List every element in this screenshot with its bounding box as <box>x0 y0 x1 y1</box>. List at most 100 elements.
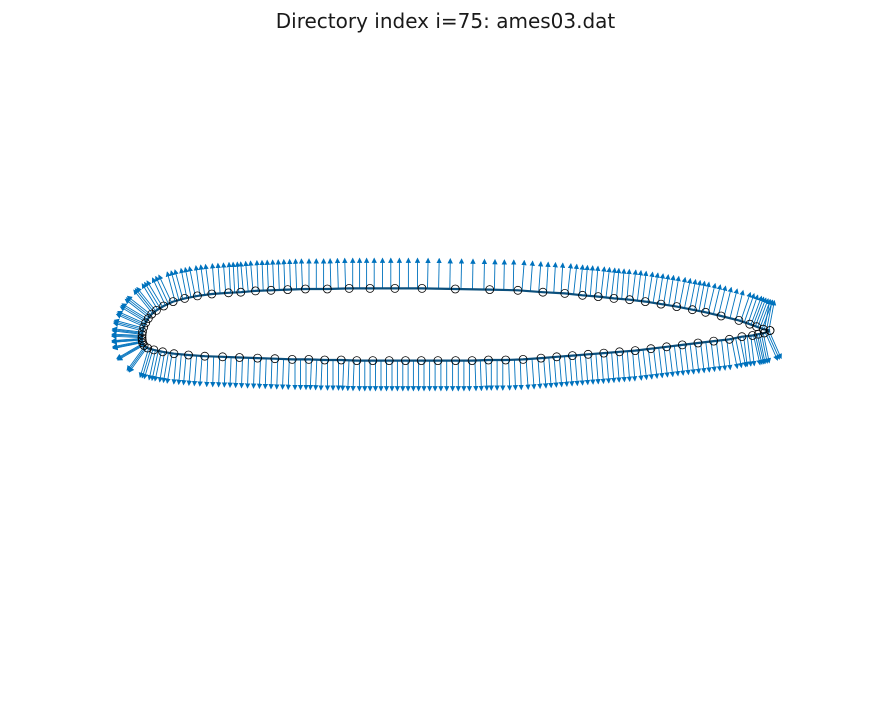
airfoil-point-marker <box>184 350 193 360</box>
normal-vectors <box>111 257 782 392</box>
normal-arrow <box>590 354 596 385</box>
airfoil-point-marker <box>599 348 609 358</box>
airfoil-point-marker <box>646 344 656 354</box>
normal-arrow <box>203 263 210 295</box>
normal-arrow <box>707 282 717 314</box>
airfoil-point-marker <box>236 287 246 297</box>
airfoil-point-marker <box>615 347 624 357</box>
normal-arrow <box>234 261 241 293</box>
normal-arrow <box>525 359 531 390</box>
airfoil-point-marker <box>538 287 548 297</box>
normal-arrow <box>558 356 565 388</box>
normal-arrow <box>111 337 143 344</box>
normal-arrow <box>589 265 596 296</box>
normal-arrow <box>133 289 153 314</box>
normal-arrow <box>111 328 143 335</box>
airfoil-point-marker <box>662 342 671 352</box>
airfoil-point-marker <box>218 352 228 362</box>
normal-arrow <box>647 271 655 303</box>
airfoil-point-marker <box>716 311 726 321</box>
normal-arrow <box>705 342 712 373</box>
normal-arrow <box>248 260 254 292</box>
normal-arrow <box>531 358 537 390</box>
normal-arrow <box>134 288 155 313</box>
normal-arrow <box>537 358 543 390</box>
normal-arrow <box>279 358 286 390</box>
normal-arrow <box>113 318 144 329</box>
normal-arrow <box>511 259 517 291</box>
normal-arrow <box>227 357 233 388</box>
normal-arrow <box>712 284 722 315</box>
normal-arrow <box>112 321 143 332</box>
normal-arrow <box>740 291 752 322</box>
normal-arrow <box>621 268 627 300</box>
airfoil-point-marker <box>758 324 768 334</box>
normal-arrow <box>158 274 172 303</box>
airfoil-point-marker <box>138 338 148 348</box>
normal-arrow <box>759 299 772 329</box>
normal-arrow <box>542 357 549 389</box>
normal-arrow <box>552 261 558 293</box>
airfoil-point-marker <box>143 314 153 323</box>
airfoil-point-marker <box>483 355 493 365</box>
airfoil-point-marker <box>251 286 260 296</box>
normal-arrow <box>684 344 691 376</box>
normal-arrow <box>636 269 644 301</box>
normal-arrow <box>181 354 187 386</box>
airfoil-point-marker <box>266 285 276 295</box>
normal-arrow <box>673 345 681 377</box>
airfoil-point-marker <box>568 351 577 361</box>
airfoil-point-marker <box>433 356 443 366</box>
airfoil-point-marker <box>734 315 744 325</box>
normal-arrow <box>657 273 666 304</box>
normal-arrow <box>673 275 681 307</box>
normal-arrow <box>594 265 601 297</box>
airfoil-point-marker <box>759 328 769 338</box>
normal-arrow <box>215 262 221 294</box>
normal-arrow <box>631 350 638 382</box>
normal-arrow <box>262 358 269 390</box>
airfoil-point-marker <box>207 289 217 299</box>
normal-arrow <box>743 336 750 368</box>
normal-arrow <box>270 259 276 291</box>
airfoil-point-marker <box>451 356 461 366</box>
normal-arrow <box>663 274 671 305</box>
airfoil-point-marker <box>513 285 523 295</box>
airfoil-point-marker <box>180 293 190 303</box>
airfoil-point-marker <box>640 297 650 307</box>
airfoil-point-marker <box>320 355 330 365</box>
normal-arrow <box>221 356 228 388</box>
airfoil-point-marker <box>304 354 314 364</box>
airfoil-points <box>137 283 775 366</box>
normal-arrow <box>254 259 260 291</box>
normal-arrow <box>111 331 143 338</box>
normal-arrow <box>721 340 728 371</box>
normal-arrow <box>595 353 601 385</box>
normal-arrow <box>458 258 465 290</box>
airfoil-point-marker <box>630 346 640 356</box>
normal-arrow <box>735 337 744 369</box>
normal-arrow <box>647 348 654 380</box>
normal-arrow <box>340 360 346 391</box>
normal-arrow <box>694 279 703 311</box>
airfoil-point-marker <box>141 318 151 328</box>
normal-arrow <box>111 339 143 345</box>
chart-title: Directory index i=75: ames03.dat <box>275 9 616 33</box>
airfoil-point-marker <box>467 356 477 366</box>
airfoil-point-marker <box>390 283 400 293</box>
airfoil-point-marker <box>158 347 168 357</box>
normal-arrow <box>176 354 182 386</box>
airfoil-point-marker <box>593 292 603 302</box>
airfoil-point-marker <box>552 352 562 362</box>
airfoil-point-marker <box>143 343 153 353</box>
normal-arrow <box>155 275 169 304</box>
normal-arrow <box>171 353 177 385</box>
normal-arrow <box>153 351 162 382</box>
normal-arrow <box>743 293 756 323</box>
normal-arrow <box>484 360 490 391</box>
normal-arrow <box>731 338 740 370</box>
normal-arrow <box>115 313 145 328</box>
normal-arrow <box>281 258 287 290</box>
normal-arrow <box>689 278 698 310</box>
normal-arrow <box>605 352 612 384</box>
